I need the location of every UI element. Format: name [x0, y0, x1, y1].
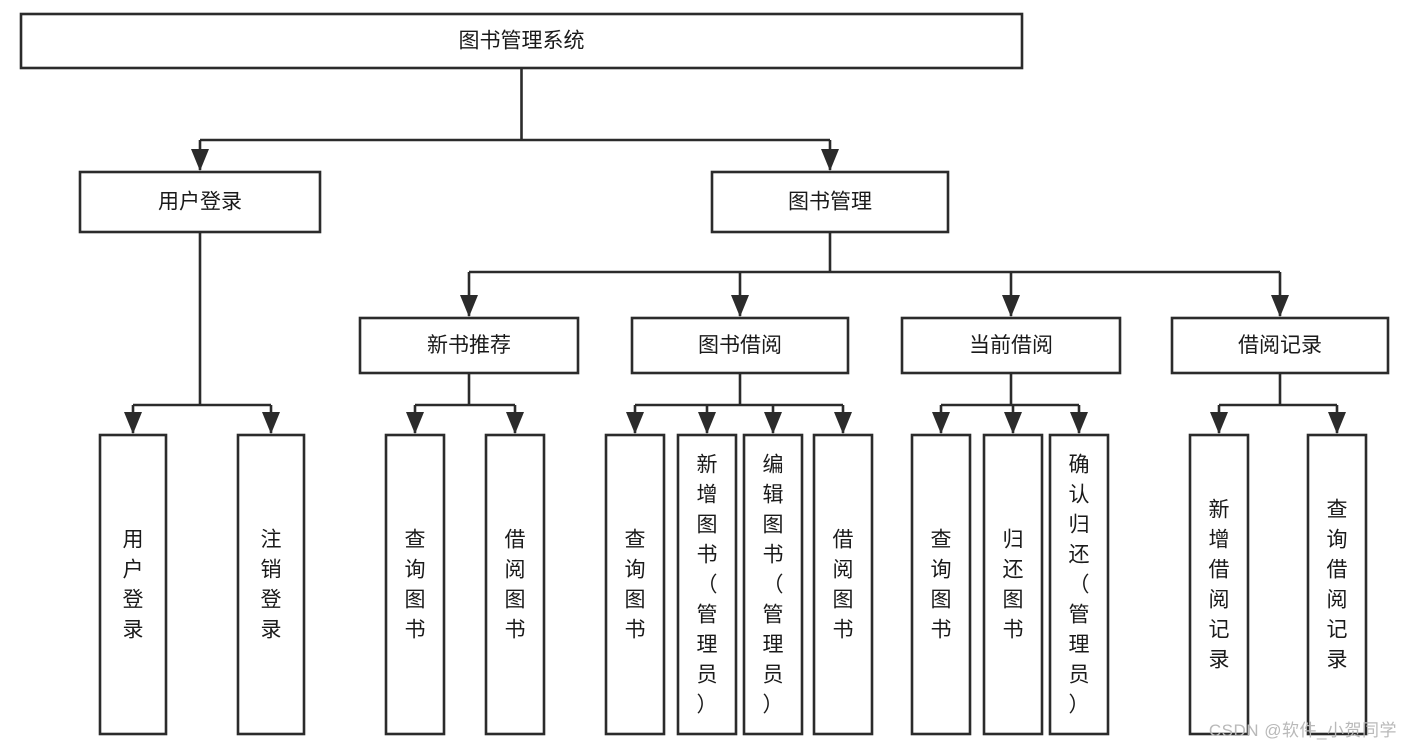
arrow-head-icon [1004, 412, 1022, 434]
node-leaf-borrow-book[interactable]: 借阅图书 [812, 433, 874, 736]
node-leaf-add-book[interactable]: 新增图书（管理员） [676, 433, 738, 736]
node-book-manage[interactable]: 图书管理 [710, 170, 950, 234]
node-label-leaf-add-book: 新增图书（管理员） [697, 454, 718, 717]
arrow-head-icon [932, 412, 950, 434]
node-label-leaf-return-book: 归还图书 [1003, 529, 1024, 642]
node-box-new-book-recommend[interactable] [358, 316, 580, 375]
watermark-label: CSDN @软件_小贺同学 [1208, 721, 1397, 740]
node-leaf-user-login[interactable]: 用户登录 [98, 433, 168, 736]
arrow-head-icon [191, 149, 209, 171]
node-box-leaf-query-record[interactable] [1306, 433, 1368, 736]
node-leaf-query-book-borrow[interactable]: 查询图书 [604, 433, 666, 736]
node-leaf-add-record[interactable]: 新增借阅记录 [1188, 433, 1250, 736]
arrow-head-icon [698, 412, 716, 434]
arrow-head-icon [1002, 295, 1020, 317]
arrow-head-icon [834, 412, 852, 434]
arrow-head-icon [1328, 412, 1346, 434]
node-label-borrow-record: 借阅记录 [1238, 334, 1322, 357]
arrow-head-icon [1070, 412, 1088, 434]
node-label-leaf-borrow-book-new: 借阅图书 [505, 529, 526, 642]
arrow-head-icon [1210, 412, 1228, 434]
arrow-head-icon [506, 412, 524, 434]
node-box-borrow-record[interactable] [1170, 316, 1390, 375]
node-box-leaf-logout[interactable] [236, 433, 306, 736]
node-leaf-return-book[interactable]: 归还图书 [982, 433, 1044, 736]
arrow-head-icon [262, 412, 280, 434]
node-label-leaf-edit-book: 编辑图书（管理员） [763, 454, 784, 717]
node-box-leaf-user-login[interactable] [98, 433, 168, 736]
node-book-borrow[interactable]: 图书借阅 [630, 316, 850, 375]
node-label-leaf-logout: 注销登录 [261, 529, 282, 642]
node-label-new-book-recommend: 新书推荐 [427, 334, 511, 357]
arrow-head-icon [626, 412, 644, 434]
node-leaf-confirm-return[interactable]: 确认归还（管理员） [1048, 433, 1110, 736]
arrow-head-icon [124, 412, 142, 434]
node-box-leaf-query-book-borrow[interactable] [604, 433, 666, 736]
node-box-leaf-return-book[interactable] [982, 433, 1044, 736]
node-box-book-manage[interactable] [710, 170, 950, 234]
node-label-root: 图书管理系统 [459, 30, 585, 53]
node-leaf-query-book-new[interactable]: 查询图书 [384, 433, 446, 736]
node-current-borrow[interactable]: 当前借阅 [900, 316, 1122, 375]
node-box-leaf-add-record[interactable] [1188, 433, 1250, 736]
connector-layer [124, 68, 1346, 434]
node-leaf-query-book-current[interactable]: 查询图书 [910, 433, 972, 736]
node-label-leaf-query-book-new: 查询图书 [405, 529, 426, 642]
arrow-head-icon [1271, 295, 1289, 317]
node-leaf-edit-book[interactable]: 编辑图书（管理员） [742, 433, 804, 736]
node-label-leaf-query-record: 查询借阅记录 [1327, 499, 1348, 672]
node-box-leaf-query-book-new[interactable] [384, 433, 446, 736]
node-user-login[interactable]: 用户登录 [78, 170, 322, 234]
node-leaf-logout[interactable]: 注销登录 [236, 433, 306, 736]
node-root[interactable]: 图书管理系统 [19, 12, 1024, 70]
node-box-leaf-query-book-current[interactable] [910, 433, 972, 736]
arrow-head-icon [731, 295, 749, 317]
node-leaf-query-record[interactable]: 查询借阅记录 [1306, 433, 1368, 736]
node-label-leaf-query-book-current: 查询图书 [931, 529, 952, 642]
node-label-book-manage: 图书管理 [788, 191, 872, 214]
node-box-root[interactable] [19, 12, 1024, 70]
node-box-book-borrow[interactable] [630, 316, 850, 375]
node-box-leaf-confirm-return[interactable] [1048, 433, 1110, 736]
node-new-book-recommend[interactable]: 新书推荐 [358, 316, 580, 375]
arrow-head-icon [821, 149, 839, 171]
arrow-head-icon [406, 412, 424, 434]
node-label-leaf-borrow-book: 借阅图书 [833, 529, 854, 642]
node-label-book-borrow: 图书借阅 [698, 334, 782, 357]
node-label-leaf-confirm-return: 确认归还（管理员） [1069, 454, 1090, 717]
arrow-head-icon [764, 412, 782, 434]
node-box-leaf-edit-book[interactable] [742, 433, 804, 736]
node-label-leaf-user-login: 用户登录 [123, 529, 144, 642]
node-box-leaf-borrow-book[interactable] [812, 433, 874, 736]
node-label-leaf-query-book-borrow: 查询图书 [625, 529, 646, 642]
node-label-leaf-add-record: 新增借阅记录 [1209, 499, 1230, 672]
node-layer: 图书管理系统用户登录图书管理新书推荐图书借阅当前借阅借阅记录用户登录注销登录查询… [19, 12, 1390, 736]
node-label-user-login: 用户登录 [158, 191, 242, 214]
node-leaf-borrow-book-new[interactable]: 借阅图书 [484, 433, 546, 736]
node-borrow-record[interactable]: 借阅记录 [1170, 316, 1390, 375]
node-box-leaf-add-book[interactable] [676, 433, 738, 736]
node-box-user-login[interactable] [78, 170, 322, 234]
node-box-leaf-borrow-book-new[interactable] [484, 433, 546, 736]
node-label-current-borrow: 当前借阅 [969, 334, 1053, 357]
arrow-head-icon [460, 295, 478, 317]
node-box-current-borrow[interactable] [900, 316, 1122, 375]
